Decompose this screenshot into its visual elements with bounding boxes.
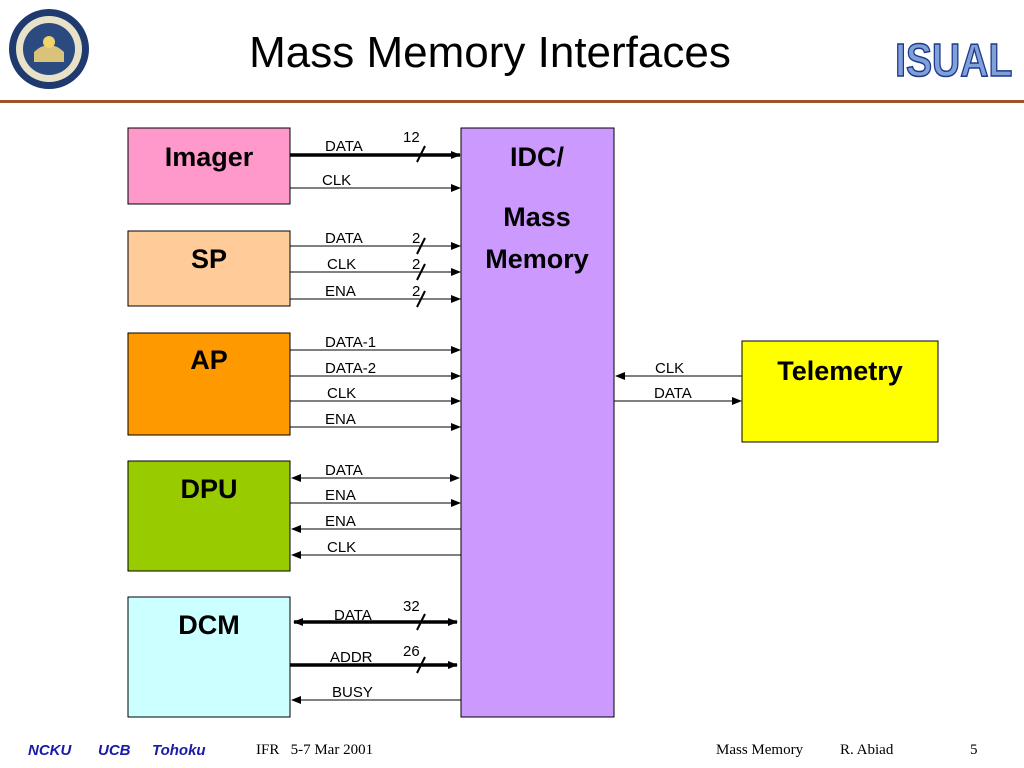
dpu-block (127, 460, 291, 572)
footer-author: R. Abiad (840, 742, 894, 758)
signal-label: DATA-2 (325, 360, 376, 377)
signal-label: DATA (334, 607, 372, 624)
idc-label-line1: IDC/ (510, 142, 564, 172)
telemetry-label: Telemetry (777, 356, 903, 386)
bus-slash (416, 656, 426, 674)
signal-label: CLK (327, 256, 356, 273)
signal-label: CLK (327, 385, 356, 402)
bus-slash (416, 237, 426, 255)
signal-label: DATA (654, 385, 692, 402)
dpu-label: DPU (180, 474, 237, 504)
footer-ucb: UCB (98, 742, 131, 759)
idc-label-line3: Memory (485, 244, 589, 274)
idc-label-line2: Mass (503, 202, 571, 232)
imager-block (127, 127, 291, 205)
bus-width-label: 12 (403, 129, 420, 146)
dcm-block (127, 596, 291, 718)
bus-slash (416, 145, 426, 163)
sp-label: SP (191, 244, 227, 274)
signal-label: ADDR (330, 649, 373, 666)
signal-label: CLK (322, 172, 351, 189)
footer-page-number: 5 (970, 742, 978, 758)
signal-label: DATA (325, 230, 363, 247)
bus-slash (416, 613, 426, 631)
bus-width-label: 2 (412, 256, 420, 273)
bus-width-label: 32 (403, 598, 420, 615)
bus-width-label: 2 (412, 230, 420, 247)
signal-label: DATA-1 (325, 334, 376, 351)
telemetry-block (741, 340, 939, 443)
signal-label: DATA (325, 138, 363, 155)
page-title: Mass Memory Interfaces (249, 28, 731, 77)
signal-label: CLK (655, 360, 684, 377)
footer-topic: Mass Memory (716, 742, 804, 758)
signal-label: DATA (325, 462, 363, 479)
signal-label: ENA (325, 487, 356, 504)
footer-tohoku: Tohoku (152, 742, 206, 759)
ap-label: AP (190, 345, 228, 375)
isual-logo: ISUAL (894, 34, 1013, 87)
bus-width-label: 26 (403, 643, 420, 660)
imager-label: Imager (165, 142, 254, 172)
signal-label: CLK (327, 539, 356, 556)
bus-slash (416, 263, 426, 281)
signal-label: ENA (325, 411, 356, 428)
sp-block (127, 230, 291, 307)
signal-label: ENA (325, 283, 356, 300)
dcm-label: DCM (178, 610, 240, 640)
svg-text:ISUAL: ISUAL (895, 35, 1012, 87)
ap-block (127, 332, 291, 436)
bus-slash (416, 290, 426, 308)
footer-event: IFR 5-7 Mar 2001 (256, 742, 374, 758)
signal-label: BUSY (332, 684, 373, 701)
block-diagram: Imager SP AP DPU DCM IDC/ Mass Memory Te… (127, 127, 939, 718)
title-divider (0, 100, 1024, 103)
idc-mass-memory-block (460, 127, 615, 718)
uc-seal-logo (9, 9, 89, 89)
footer-ncku: NCKU (28, 742, 72, 759)
signal-label: ENA (325, 513, 356, 530)
bus-width-label: 2 (412, 283, 420, 300)
